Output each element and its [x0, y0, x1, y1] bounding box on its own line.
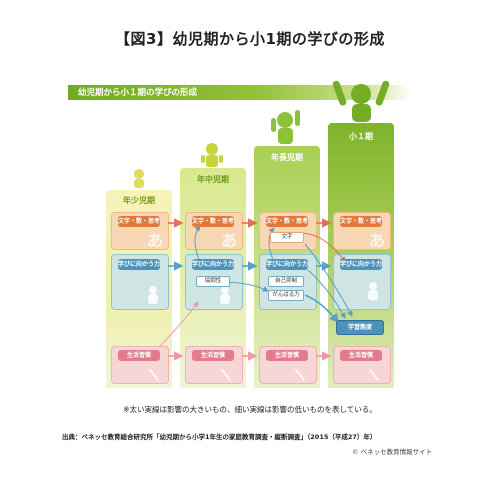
- header-text: 幼児期から小１期の学びの形成: [78, 88, 198, 98]
- spoon-marks: [149, 369, 379, 381]
- sublabel-bunji: 文字: [270, 232, 304, 243]
- label-seikatsu-3: 生活習慣: [266, 350, 308, 361]
- label-manabi-4: 学びに向かう力: [340, 259, 383, 270]
- label-moji-1: 文字・数・思考: [118, 216, 161, 227]
- label-seikatsu-4: 生活習慣: [340, 350, 382, 361]
- svg-text:あ: あ: [369, 231, 385, 250]
- column-label-nenchou: 年長児期: [271, 153, 303, 162]
- label-gakushuu: 学習態度: [336, 320, 384, 335]
- glyph-marks: あ あ あ: [147, 231, 385, 250]
- label-seikatsu-2: 生活習慣: [192, 350, 234, 361]
- child-silhouettes: [148, 282, 378, 304]
- svg-text:あ: あ: [221, 231, 237, 250]
- figure-nenchou-icon: [271, 110, 300, 144]
- column-label-nenshou: 年少児期: [123, 196, 155, 205]
- copyright: © ベネッセ教育情報サイト: [352, 448, 433, 456]
- sublabel-kyouchou: 協調性: [196, 276, 230, 287]
- figure-shou1-icon: [332, 80, 390, 122]
- label-seikatsu-1: 生活習慣: [118, 350, 160, 361]
- label-manabi-1: 学びに向かう力: [118, 259, 161, 270]
- label-manabi-2: 学びに向かう力: [192, 259, 235, 270]
- label-moji-3: 文字・数・思考: [266, 216, 309, 227]
- figure-nenshou-icon: [134, 169, 144, 188]
- sublabel-jiko: 自己抑制: [268, 276, 304, 287]
- page-title: 【図3】幼児期から小1期の学びの形成: [115, 30, 385, 48]
- column-label-nenchuu: 年中児期: [197, 175, 229, 184]
- header-band: 幼児期から小１期の学びの形成: [68, 85, 412, 100]
- label-manabi-3: 学びに向かう力: [266, 259, 309, 270]
- svg-text:あ: あ: [147, 231, 163, 250]
- column-label-shou1: 小１期: [349, 132, 373, 141]
- label-moji-4: 文字・数・思考: [340, 216, 383, 227]
- label-moji-2: 文字・数・思考: [192, 216, 235, 227]
- sublabel-ganbaru: がんばる力: [268, 290, 304, 301]
- footnote: ※太い実線は影響の大きいもの、細い実線は影響の低いものを表している。: [123, 405, 377, 414]
- source-credit: 出典：ベネッセ教育総合研究所「幼児期から小学1年生の家庭教育調査・縦断調査」（2…: [62, 433, 377, 441]
- figure-nenchuu-icon: [201, 143, 223, 167]
